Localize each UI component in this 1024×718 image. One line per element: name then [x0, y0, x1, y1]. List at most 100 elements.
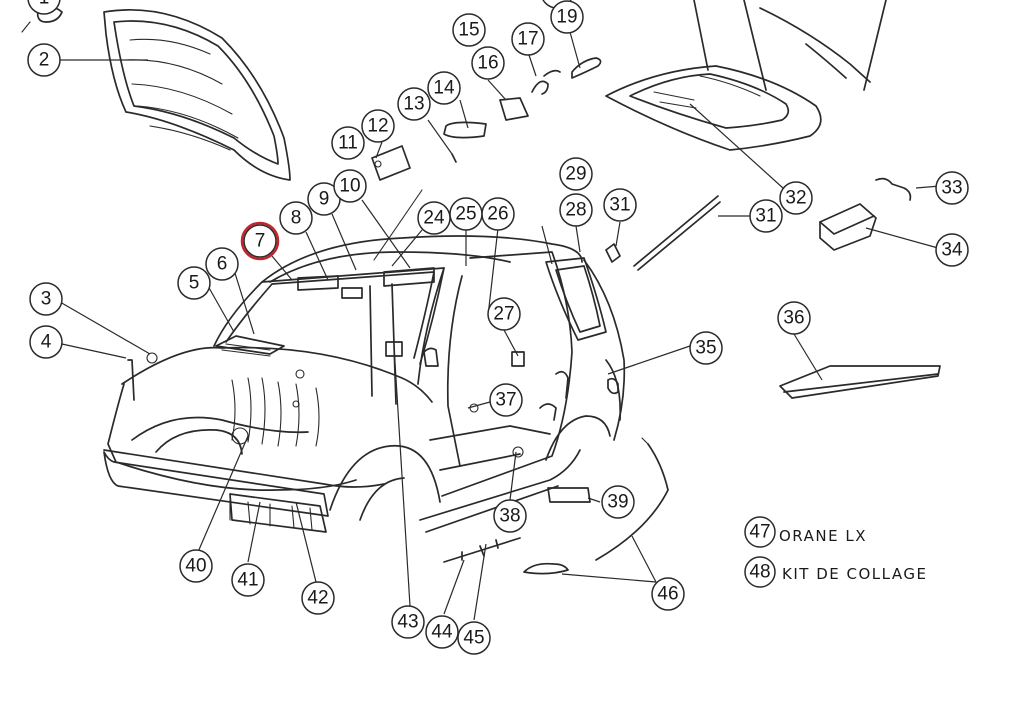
callout-circle [427, 71, 461, 105]
callout-number: 2 [39, 50, 50, 71]
callout-number: 15 [458, 20, 479, 41]
callout-circle [391, 605, 425, 639]
callout-circle [489, 383, 523, 417]
callout-number: 31 [755, 206, 776, 227]
callout-circle [243, 224, 277, 258]
callout-38: 38 [493, 499, 527, 533]
car-body-artwork [21, 0, 941, 575]
legend-item-47: 47 ORANE LX [744, 516, 865, 548]
callout-number: 17 [517, 29, 538, 50]
callout-number: 39 [607, 492, 628, 513]
part-31-bracket [605, 243, 621, 263]
part-39-handle [547, 487, 591, 503]
callout-46: 46 [651, 577, 685, 611]
callout-number: 33 [941, 178, 962, 199]
callout-circle [487, 297, 521, 331]
callout-39: 39 [601, 485, 635, 519]
callout-16: 16 [471, 46, 505, 80]
callout-circle [559, 157, 593, 191]
callout-number: 40 [185, 556, 206, 577]
callout-28: 28 [559, 193, 593, 227]
callout-circle [481, 197, 515, 231]
callout-group: 1234567891011121314151617181924252627282… [27, 0, 969, 655]
callout-circle [452, 13, 486, 47]
callout-circle [333, 169, 367, 203]
callout-17: 17 [511, 22, 545, 56]
callout-10: 10 [333, 169, 367, 203]
callout-circle [279, 201, 313, 235]
callout-41: 41 [231, 563, 265, 597]
callout-circle [935, 233, 969, 267]
part-14-bracket [443, 121, 487, 139]
callout-2: 2 [27, 43, 61, 77]
callout-number: 1 [39, 0, 50, 9]
part-46-cable [523, 437, 669, 575]
callout-1: 1 [27, 0, 61, 15]
callout-number: 4 [41, 332, 52, 353]
callout-40: 40 [179, 549, 213, 583]
callout-number: 7 [255, 231, 266, 252]
callout-32: 32 [779, 181, 813, 215]
callout-35: 35 [689, 331, 723, 365]
callout-26: 26 [481, 197, 515, 231]
callout-6: 6 [205, 247, 239, 281]
callout-number: 32 [785, 188, 806, 209]
callout-number: 6 [217, 254, 228, 275]
legend-number-47: 47 [749, 522, 770, 543]
part-34-box [819, 203, 877, 251]
parts-44-45 [443, 537, 521, 563]
callout-circle [603, 188, 637, 222]
callout-number: 25 [455, 204, 476, 225]
callout-circle [177, 266, 211, 300]
callout-15: 15 [452, 13, 486, 47]
part-32-roof-panel [605, 0, 887, 151]
callout-13: 13 [397, 87, 431, 121]
callout-number: 46 [657, 584, 678, 605]
callout-circle [301, 581, 335, 615]
callout-number: 5 [189, 273, 200, 294]
callout-number: 41 [237, 570, 258, 591]
callout-circle [361, 109, 395, 143]
callout-8: 8 [279, 201, 313, 235]
callout-number: 31 [609, 195, 630, 216]
callout-circle [179, 549, 213, 583]
callout-circle [550, 0, 584, 34]
callout-number: 12 [367, 116, 388, 137]
callout-number: 3 [41, 289, 52, 310]
callout-5: 5 [177, 266, 211, 300]
callout-number: 10 [339, 176, 360, 197]
legend-number-48: 48 [749, 562, 770, 583]
callout-circle [493, 499, 527, 533]
callout-14: 14 [427, 71, 461, 105]
callout-number: 14 [433, 78, 455, 99]
callout-circle [331, 126, 365, 160]
callout-circle [601, 485, 635, 519]
callout-circle [27, 43, 61, 77]
callout-3: 3 [29, 282, 63, 316]
callout-circle [779, 181, 813, 215]
callout-29: 29 [559, 157, 593, 191]
leader-lines [58, 31, 941, 621]
callout-number: 26 [487, 204, 508, 225]
callout-number: 11 [338, 133, 358, 154]
callout-number: 18 [546, 0, 567, 3]
callout-7: 7 [243, 224, 277, 258]
callout-36: 36 [777, 301, 811, 335]
callout-circle [29, 325, 63, 359]
callout-circle [689, 331, 723, 365]
callout-number: 36 [783, 308, 804, 329]
callout-number: 13 [403, 94, 424, 115]
callout-12: 12 [361, 109, 395, 143]
callout-27: 27 [487, 297, 521, 331]
part-13-screw [451, 153, 457, 163]
part-36-mat [779, 365, 941, 399]
callout-number: 43 [397, 612, 418, 633]
callout-number: 35 [695, 338, 716, 359]
callout-circle [397, 87, 431, 121]
main-car-body [103, 189, 626, 533]
callout-number: 44 [431, 622, 453, 643]
callout-circle [29, 282, 63, 316]
legend-label-48: KIT DE COLLAGE [782, 565, 927, 583]
callout-number: 9 [319, 189, 330, 210]
